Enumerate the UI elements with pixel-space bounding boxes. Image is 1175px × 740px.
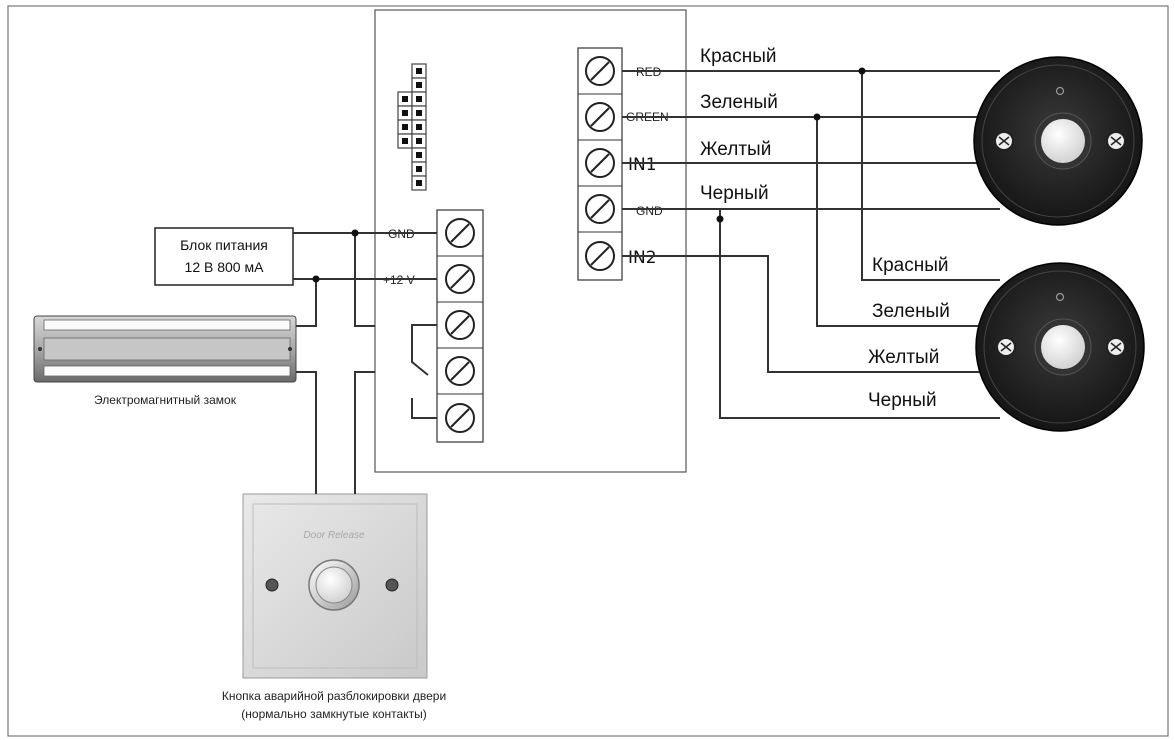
terminal-relay-1 <box>436 301 484 349</box>
reader-2-wire-label-green: Зеленый <box>872 301 950 322</box>
relay-contact-symbol <box>411 324 437 419</box>
pin-header <box>397 63 427 191</box>
terminal-label-in1: IN1 <box>628 155 657 175</box>
reader-1 <box>973 56 1143 226</box>
release-button-screw-left <box>265 578 279 592</box>
reader-1-wire-label-green: Зеленый <box>700 92 778 113</box>
reader-2 <box>975 262 1145 432</box>
reader-1-wire-label-black: Черный <box>700 183 769 204</box>
controller-board <box>374 9 687 473</box>
reader-2-wire-label-yellow: Желтый <box>868 347 939 368</box>
reader-2-led <box>1055 292 1065 302</box>
reader-1-wire-label-red: Красный <box>700 46 776 67</box>
wires-reader-1 <box>622 70 1000 210</box>
release-button-caption-1: Кнопка аварийной разблокировки двери <box>222 689 446 703</box>
terminal-12v <box>436 255 484 303</box>
wires-reader-2 <box>622 67 1000 419</box>
terminal-relay-3 <box>436 393 484 443</box>
power-supply <box>154 227 294 286</box>
power-supply-label-2: 12 В 800 мА <box>185 259 265 275</box>
terminal-in1 <box>577 139 623 187</box>
terminal-relay-2 <box>436 347 484 395</box>
terminal-red <box>577 47 623 95</box>
reader-2-wire-label-red: Красный <box>872 255 948 276</box>
wires-left <box>293 229 437 494</box>
release-button-plate-text: Door Release <box>303 530 365 541</box>
reader-2-wire-label-black: Черный <box>868 390 937 411</box>
lock-caption: Электромагнитный замок <box>94 393 237 407</box>
outer-frame <box>7 5 1169 737</box>
terminal-in2 <box>577 231 623 281</box>
terminal-block-right <box>577 47 623 281</box>
power-supply-label-1: Блок питания <box>180 237 268 253</box>
terminal-label-gnd-right: GND <box>636 204 663 218</box>
terminal-block-left <box>436 209 484 443</box>
electromagnetic-lock <box>33 315 297 383</box>
release-button-caption-2: (нормально замкнутые контакты) <box>241 707 426 721</box>
terminal-label-in2: IN2 <box>628 248 657 268</box>
release-button-screw-right <box>385 578 399 592</box>
terminal-gnd-right <box>577 185 623 233</box>
reader-1-led <box>1055 86 1065 96</box>
reader-1-wire-label-yellow: Желтый <box>700 139 771 160</box>
release-button <box>242 493 428 679</box>
